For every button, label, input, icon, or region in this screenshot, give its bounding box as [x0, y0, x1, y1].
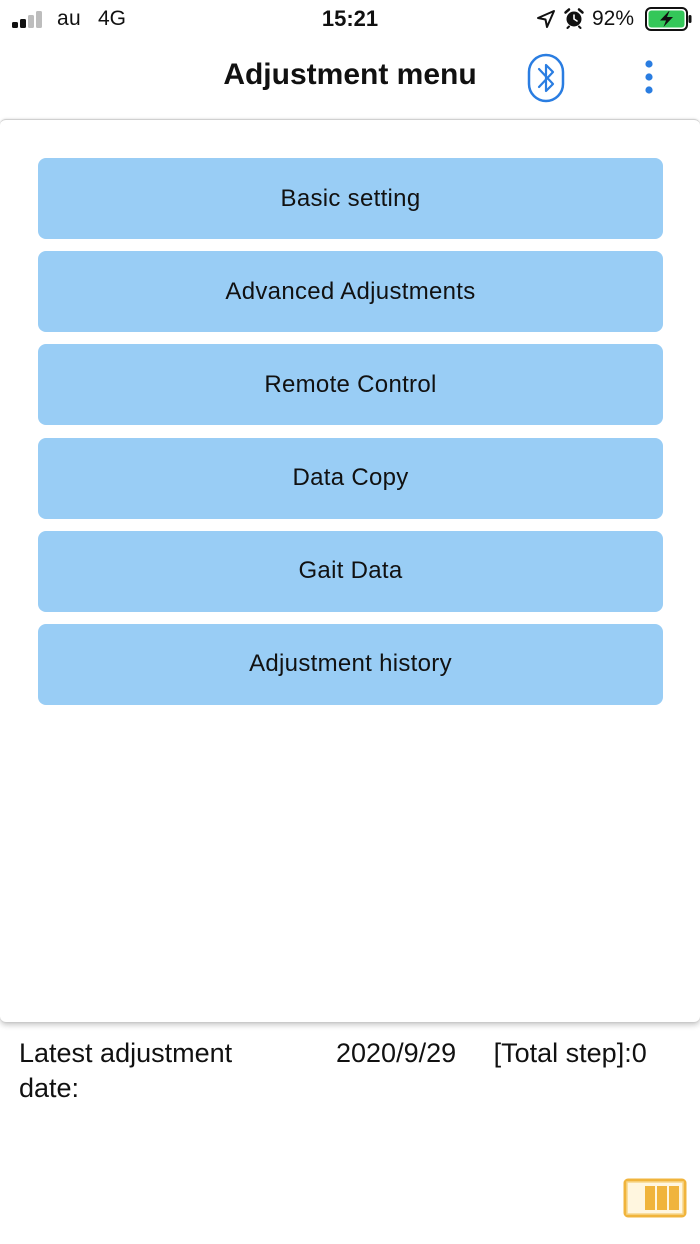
network-type: 4G — [98, 7, 127, 30]
location-icon — [537, 10, 555, 28]
signal-icon — [12, 10, 46, 28]
battery-level-icon[interactable] — [623, 1178, 687, 1218]
data-copy-button[interactable]: Data Copy — [38, 437, 663, 519]
advanced-adjustments-button[interactable]: Advanced Adjustments — [38, 251, 663, 333]
status-bar: au 4G 15:21 92% — [0, 0, 700, 40]
latest-adjustment-value: 2020/9/29 [Total step]:0 — [336, 1038, 647, 1068]
menu-list: Basic setting Advanced Adjustments Remot… — [38, 158, 663, 717]
basic-setting-button[interactable]: Basic setting — [38, 158, 663, 239]
menu-card: Basic setting Advanced Adjustments Remot… — [0, 119, 700, 1022]
adjustment-history-button[interactable]: Adjustment history — [38, 623, 663, 705]
battery-percent: 92% — [592, 7, 635, 30]
navigation-bar: Adjustment menu — [0, 40, 700, 118]
bluetooth-icon[interactable] — [527, 53, 565, 103]
remote-control-button[interactable]: Remote Control — [38, 344, 663, 426]
gait-data-button[interactable]: Gait Data — [38, 530, 663, 612]
status-time: 15:21 — [321, 6, 379, 31]
latest-adjustment-label: Latest adjustment date: — [19, 1038, 233, 1103]
more-vertical-icon[interactable] — [636, 56, 662, 100]
carrier-name: au — [57, 7, 81, 30]
battery-charging-icon — [645, 7, 692, 31]
page-title: Adjustment menu — [223, 58, 477, 91]
alarm-icon — [564, 8, 584, 29]
